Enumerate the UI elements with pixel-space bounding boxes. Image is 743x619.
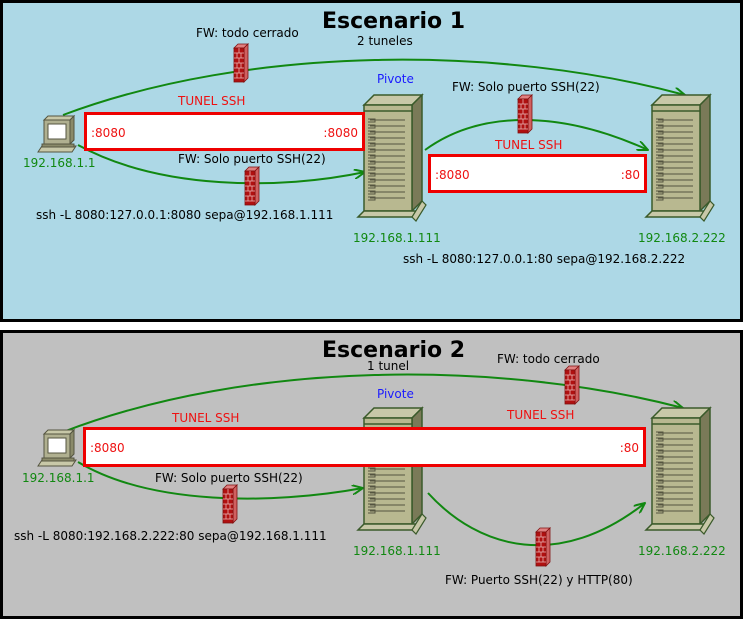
firewall-icon [233, 43, 249, 83]
pivot-ip: 192.168.1.111 [353, 231, 441, 245]
firewall-icon [535, 527, 551, 567]
target-ip: 192.168.2.222 [638, 231, 726, 245]
pivot-ip: 192.168.1.111 [353, 544, 441, 558]
tunnel-2-box: :8080 :80 [428, 154, 647, 193]
scenario-2-title: Escenario 2 [322, 338, 466, 363]
target-server-icon [645, 94, 715, 222]
pivot-server-icon [357, 94, 427, 222]
ssh-command-client: ssh -L 8080:127.0.0.1:8080 sepa@192.168.… [36, 208, 334, 222]
tunnel-box: :8080 :80 [83, 427, 646, 467]
link-client-target-s1 [62, 58, 685, 116]
ssh-command-pivot: ssh -L 8080:127.0.0.1:80 sepa@192.168.2.… [403, 252, 686, 266]
link-client-pivot-s1 [77, 144, 365, 185]
fw-label-client-pivot: FW: Solo puerto SSH(22) [155, 471, 303, 485]
fw-label-top: FW: todo cerrado [196, 26, 299, 40]
firewall-icon [517, 94, 533, 134]
tunnel-1-label: TUNEL SSH [178, 94, 246, 108]
client-ip: 192.168.1.1 [22, 471, 95, 485]
ssh-command-client: ssh -L 8080:192.168.2.222:80 sepa@192.16… [14, 529, 327, 543]
fw-label-top: FW: todo cerrado [497, 352, 600, 366]
client-computer-icon [37, 429, 77, 467]
tunnel-remote-port: :80 [619, 441, 639, 455]
scenario-1-title: Escenario 1 [322, 9, 466, 34]
client-ip: 192.168.1.1 [23, 156, 96, 170]
client-computer-icon [37, 115, 77, 153]
pivot-label: Pivote [377, 387, 414, 401]
link-client-pivot-s2 [77, 461, 363, 500]
fw-label-client-pivot: FW: Solo puerto SSH(22) [178, 152, 326, 166]
tunnel-1-remote-port: :8080 [323, 126, 358, 140]
link-pivot-target-s2 [427, 492, 645, 547]
target-ip: 192.168.2.222 [638, 544, 726, 558]
tunnel-2-remote-port: :80 [620, 168, 640, 182]
tunnel-1-local-port: :8080 [91, 126, 126, 140]
fw-label-pivot-target: FW: Solo puerto SSH(22) [452, 80, 600, 94]
tunnel-2-local-port: :8080 [435, 168, 470, 182]
firewall-icon [564, 365, 580, 405]
pivot-label: Pivote [377, 72, 414, 86]
tunnel-local-port: :8080 [90, 441, 125, 455]
scenario-1-subtitle: 2 tuneles [357, 34, 413, 48]
target-server-icon [645, 407, 715, 535]
firewall-icon [244, 166, 260, 206]
firewall-icon [222, 484, 238, 524]
tunnel-1-box: :8080 :8080 [84, 112, 365, 151]
scenario-2-subtitle: 1 tunel [367, 359, 410, 373]
fw-label-pivot-target: FW: Puerto SSH(22) y HTTP(80) [445, 573, 633, 587]
tunnel-2-label: TUNEL SSH [495, 138, 563, 152]
tunnel-label: TUNEL SSH [172, 411, 240, 425]
link-client-target-s2 [62, 373, 683, 433]
tunnel-label-right: TUNEL SSH [507, 408, 575, 422]
